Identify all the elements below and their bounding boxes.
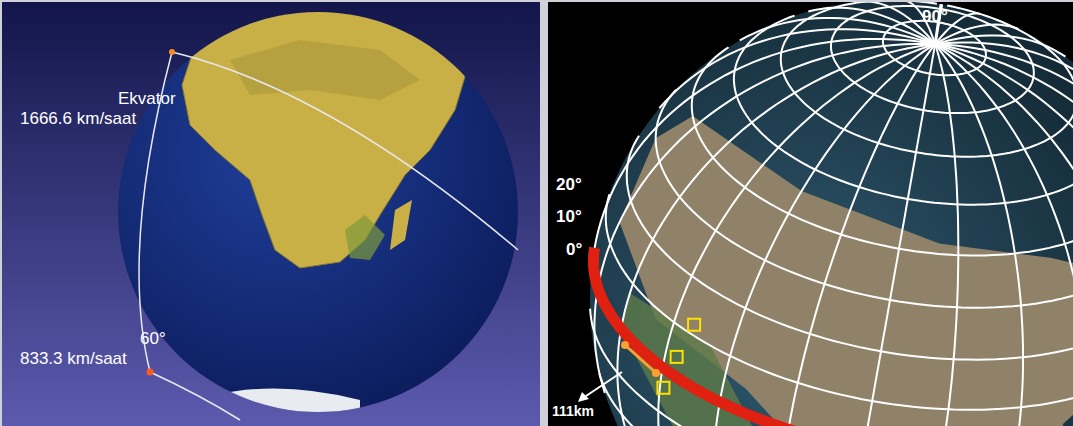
left-panel bbox=[2, 2, 540, 426]
speed-value: 1666.6 km/saat bbox=[20, 110, 136, 129]
latitude-value: 0° bbox=[566, 241, 582, 260]
meridian-line bbox=[935, 25, 1018, 44]
right-globe bbox=[590, 2, 1073, 426]
meridian-line bbox=[594, 44, 935, 393]
meridian-line bbox=[595, 39, 936, 248]
equator-band bbox=[593, 248, 1073, 426]
area-square bbox=[657, 382, 669, 394]
latitude-value: 90° bbox=[922, 8, 948, 27]
parallel-line bbox=[594, 248, 1073, 426]
distance-label: 111km bbox=[552, 404, 594, 419]
parallel-line bbox=[781, 2, 1073, 157]
meridian-line bbox=[879, 44, 958, 426]
left-globe bbox=[118, 8, 518, 420]
latitude-name: Ekvator bbox=[118, 90, 176, 109]
meridian-line bbox=[935, 44, 1073, 426]
meridian-line bbox=[923, 44, 1023, 426]
latitude-value: 20° bbox=[556, 176, 582, 195]
meridian-line bbox=[935, 35, 1065, 56]
parallel-line bbox=[627, 136, 1073, 360]
leader-line bbox=[583, 372, 622, 398]
meridian-line bbox=[838, 44, 935, 426]
arrow-head bbox=[578, 392, 589, 402]
meridian-line bbox=[779, 44, 935, 426]
area-square bbox=[671, 351, 683, 363]
meridian-line bbox=[658, 44, 935, 426]
latitude-value: 60° bbox=[140, 330, 166, 349]
meridian-line bbox=[935, 44, 1073, 426]
meridian-line bbox=[935, 44, 1073, 426]
distance-line bbox=[625, 345, 656, 373]
meridian-line bbox=[935, 44, 1073, 199]
speed-value: 833.3 km/saat bbox=[20, 350, 127, 369]
parallel-line bbox=[656, 90, 1073, 308]
meridian-line bbox=[659, 29, 935, 108]
meridian-line bbox=[935, 44, 1073, 352]
area-square bbox=[688, 319, 700, 331]
meridian-line bbox=[935, 43, 1073, 108]
parallel-line bbox=[599, 374, 1073, 426]
latitude-value: 10° bbox=[556, 208, 582, 227]
